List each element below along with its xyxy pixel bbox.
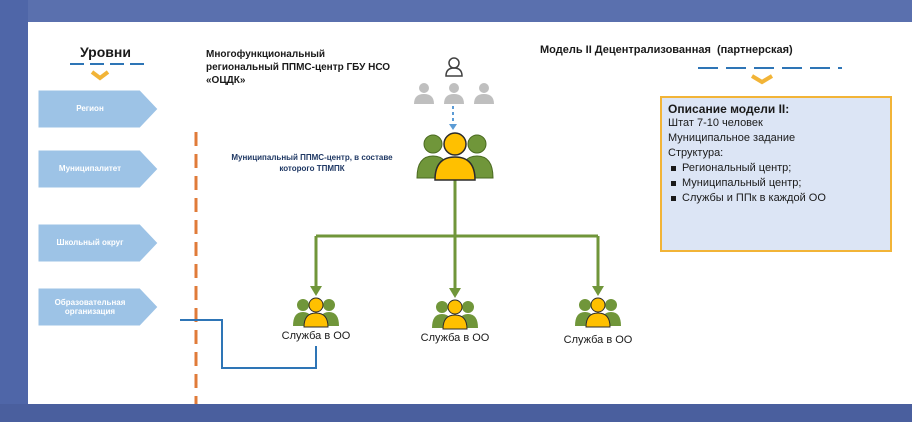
level-region: Регион <box>38 90 158 128</box>
level-school-district: Школьный округ <box>38 224 158 262</box>
description-title: Описание модели II: <box>668 102 790 116</box>
arrowhead-right <box>592 286 604 296</box>
municipal-center-label: Муниципальный ППМС-центр, в составе кото… <box>231 153 393 173</box>
levels-header: Уровни <box>80 44 131 60</box>
arrowhead-center <box>449 288 461 298</box>
service-group-icon <box>575 297 621 328</box>
regional-center-label: Многофункциональный региональный ППМС-це… <box>206 49 391 86</box>
service-label: Служба в ОО <box>420 332 490 344</box>
model-title-chevron-icon <box>750 74 774 85</box>
level-label: Образовательная организация <box>54 297 126 316</box>
description-line: Муниципальное задание <box>668 132 796 144</box>
link-arrow-head <box>449 124 457 130</box>
description-bullet: Муниципальный центр; <box>671 176 884 191</box>
grey-people-icon <box>414 83 494 104</box>
level-label: Школьный округ <box>56 238 124 248</box>
service-label: Служба в ОО <box>563 334 633 346</box>
model-title: Модель II Децентрализованная (партнерска… <box>540 44 793 56</box>
level-label: Муниципалитет <box>58 164 122 174</box>
level-educational-org: Образовательная организация <box>38 288 158 326</box>
municipal-center-group-icon <box>416 132 494 181</box>
description-bullet: Региональный центр; <box>671 161 884 176</box>
service-group-icon <box>293 297 339 328</box>
level-municipality: Муниципалитет <box>38 150 158 188</box>
service-label: Служба в ОО <box>281 330 351 342</box>
top-border <box>0 0 912 22</box>
description-bullets: Региональный центр; Муниципальный центр;… <box>668 161 884 206</box>
level-label: Регион <box>76 104 104 114</box>
model-description-box: Описание модели II: Штат 7-10 человек Му… <box>660 96 892 252</box>
description-line: Структура: <box>668 147 724 159</box>
arrowhead-left <box>310 286 322 296</box>
description-line: Штат 7-10 человек <box>668 117 763 129</box>
bottom-border <box>0 404 912 422</box>
levels-header-chevron-icon <box>90 70 110 81</box>
org-to-service-link <box>180 319 317 369</box>
people-group-icon <box>414 57 494 104</box>
left-border <box>0 0 28 422</box>
person-outline-icon <box>445 57 463 77</box>
description-bullet: Службы и ППк в каждой ОО <box>671 191 884 206</box>
service-group-icon <box>432 299 478 330</box>
